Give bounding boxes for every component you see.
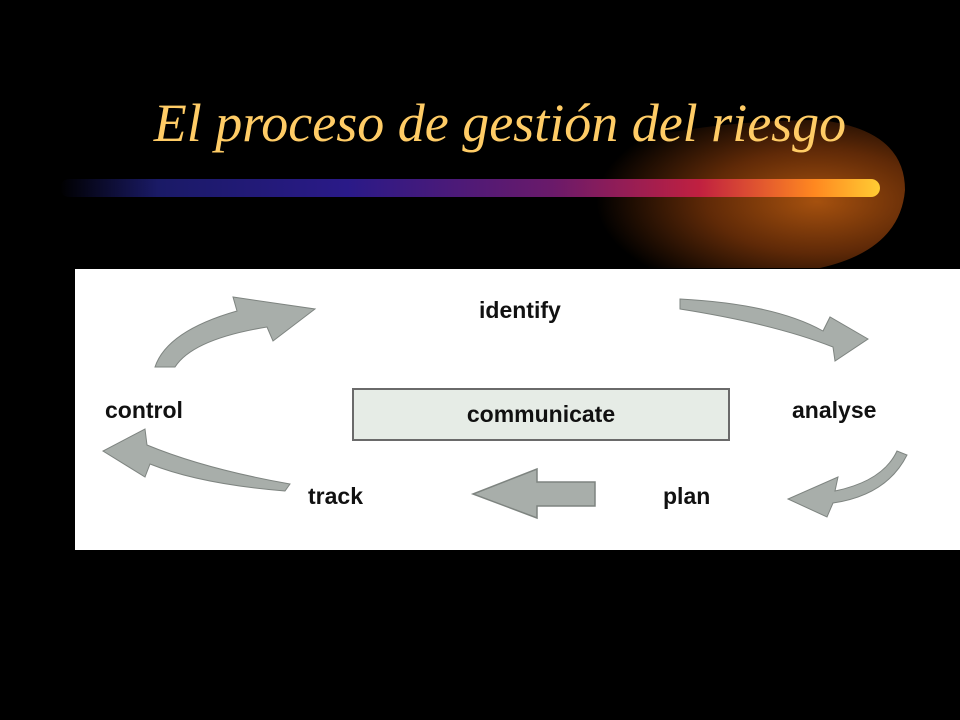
node-identify: identify bbox=[479, 297, 561, 323]
node-plan: plan bbox=[663, 483, 711, 509]
risk-cycle-diagram: identify analyse plan track control comm… bbox=[75, 269, 960, 550]
arrow-analyse-to-plan bbox=[786, 450, 908, 518]
node-control: control bbox=[105, 397, 183, 423]
arrow-plan-to-track bbox=[470, 467, 596, 520]
node-analyse: analyse bbox=[792, 397, 877, 423]
cycle-arrows bbox=[101, 296, 908, 520]
node-track: track bbox=[308, 483, 363, 509]
communicate-label: communicate bbox=[466, 401, 616, 427]
arrow-control-to-identify bbox=[154, 296, 317, 368]
arrow-track-to-control bbox=[101, 428, 291, 492]
slide-title: El proceso de gestión del riesgo bbox=[153, 93, 847, 153]
communicate-box: communicate bbox=[352, 388, 730, 441]
arrow-identify-to-analyse bbox=[679, 298, 869, 362]
